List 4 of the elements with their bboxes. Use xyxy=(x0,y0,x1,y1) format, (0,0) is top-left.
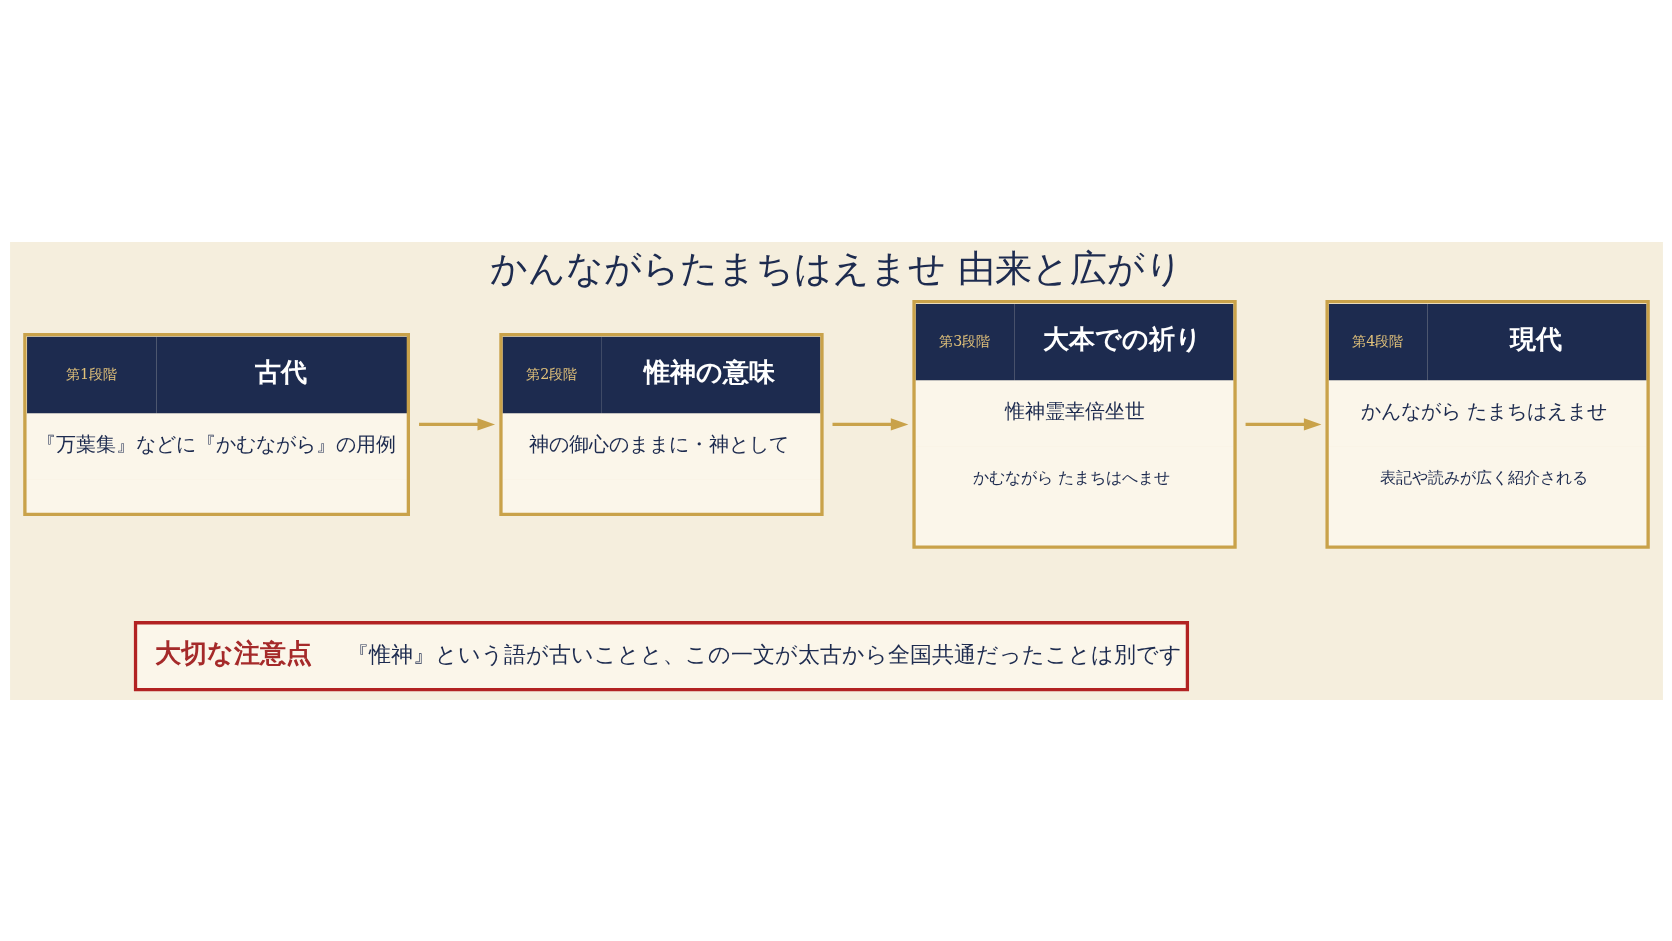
arrow xyxy=(1245,417,1321,431)
diagram-title: かんながらたまちはえませ 由来と広がり xyxy=(489,245,1183,290)
arrow xyxy=(832,417,908,431)
arrow xyxy=(418,417,495,431)
